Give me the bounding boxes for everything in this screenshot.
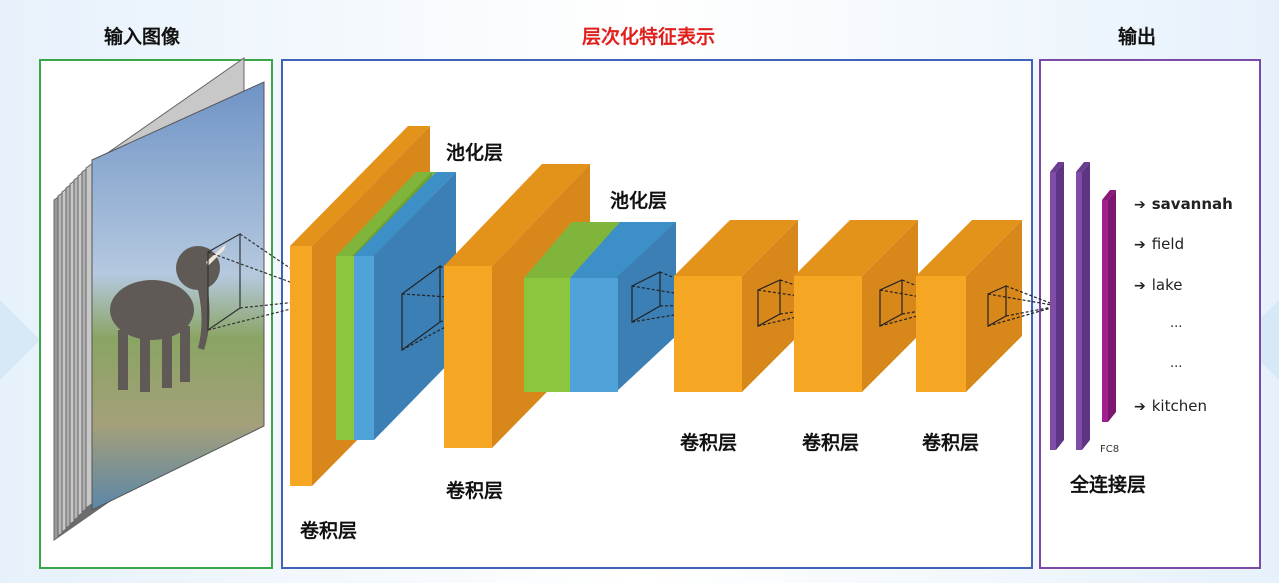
pool1-label: 池化层 xyxy=(446,142,504,164)
hierarchy-section-title: 层次化特征表示 xyxy=(582,26,716,48)
output-section-title: 输出 xyxy=(1118,26,1157,48)
conv4-block xyxy=(794,220,918,392)
output-label: kitchen xyxy=(1151,397,1207,415)
conv5-label: 卷积层 xyxy=(922,432,980,454)
arrow-right-icon: ➔ xyxy=(1134,237,1146,253)
output-label: savannah xyxy=(1151,195,1233,213)
elephant-figure xyxy=(110,244,226,392)
arrow-right-icon: ➔ xyxy=(1134,278,1146,294)
pool2-block xyxy=(524,222,676,392)
input-image-stack xyxy=(53,57,265,541)
arrow-right-icon: ➔ xyxy=(1134,197,1146,213)
conv1-label: 卷积层 xyxy=(300,520,358,542)
pool1-block xyxy=(336,172,456,440)
output-label: field xyxy=(1151,235,1185,253)
conv2-label: 卷积层 xyxy=(446,480,504,502)
fc-label: 全连接层 xyxy=(1070,474,1147,496)
conv3-label: 卷积层 xyxy=(680,432,738,454)
pool2-label: 池化层 xyxy=(610,190,668,212)
conv4-label: 卷积层 xyxy=(802,432,860,454)
output-item-ellipsis-2: ... xyxy=(1170,356,1183,371)
conv3-block xyxy=(674,220,798,392)
output-item-ellipsis-1: ... xyxy=(1170,316,1183,331)
output-frame xyxy=(1039,59,1261,569)
output-label: lake xyxy=(1151,276,1183,294)
bg-chevron-left xyxy=(0,300,40,380)
conv5-block xyxy=(916,220,1022,392)
output-item-lake: ➔ lake xyxy=(1134,276,1182,294)
fc8-label: FC8 xyxy=(1100,444,1120,455)
fc-layers xyxy=(1050,162,1116,450)
output-item-savannah: ➔ savannah xyxy=(1134,195,1233,213)
arrow-right-icon: ➔ xyxy=(1134,399,1146,415)
output-item-kitchen: ➔ kitchen xyxy=(1134,397,1207,415)
input-section-title: 输入图像 xyxy=(104,26,181,48)
output-item-field: ➔ field xyxy=(1134,235,1184,253)
receptive-field-6 xyxy=(987,285,1059,328)
